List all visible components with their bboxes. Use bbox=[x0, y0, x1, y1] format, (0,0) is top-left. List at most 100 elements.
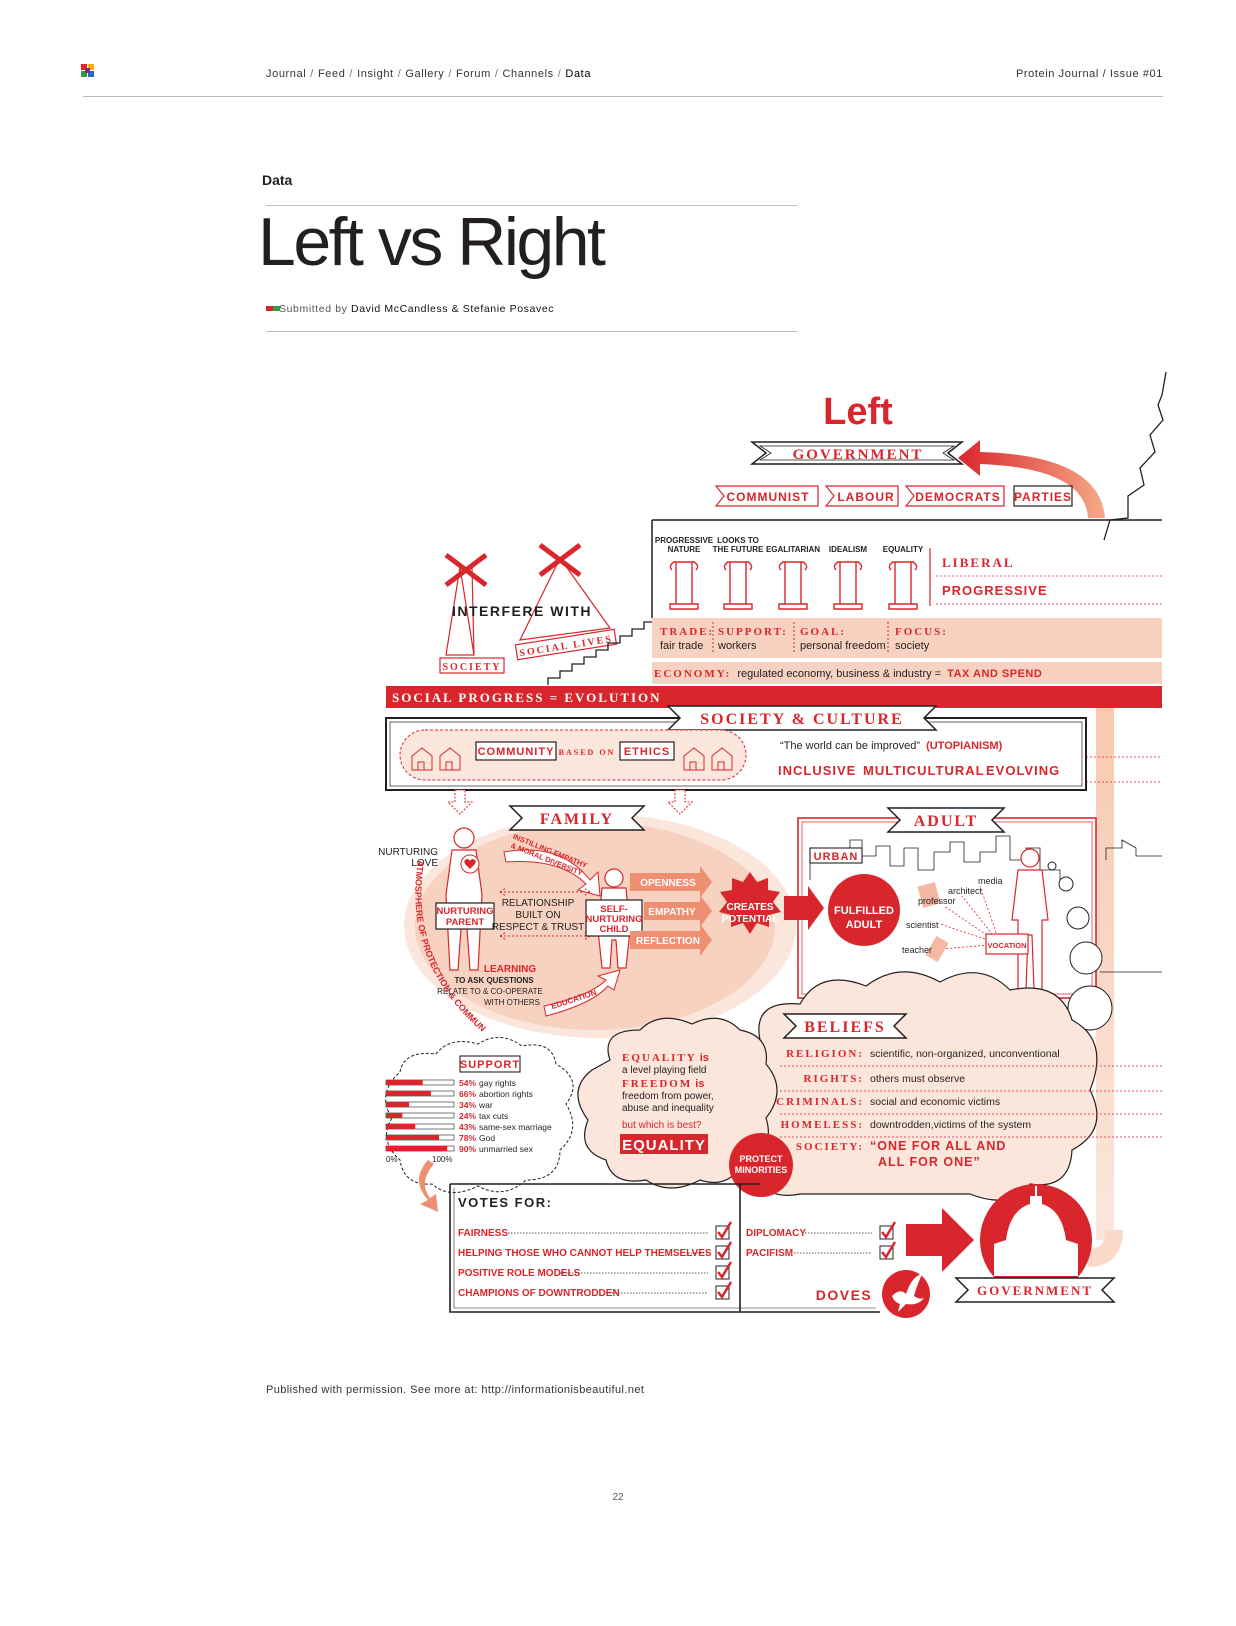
society-scale-label: SOCIETY bbox=[442, 662, 501, 673]
belief-religion: scientific, non-organized, unconventiona… bbox=[870, 1048, 1060, 1060]
belief-criminals-key: CRIMINALS: bbox=[776, 1096, 864, 1108]
top-curved-arrow bbox=[958, 440, 1105, 518]
parties-label: PARTIES bbox=[1014, 490, 1072, 504]
breadcrumb-forum[interactable]: Forum bbox=[456, 68, 491, 80]
ethics-label: ETHICS bbox=[624, 746, 670, 758]
economy-value: regulated economy, business & industry = bbox=[737, 668, 941, 680]
pillar-column-2 bbox=[723, 561, 753, 610]
beliefs-label: BELIEFS bbox=[804, 1019, 886, 1036]
interfere-scales: INTERFERE WITH SOCIETY SOCIAL LIVES bbox=[439, 543, 618, 674]
breadcrumb-channels[interactable]: Channels bbox=[502, 68, 554, 80]
breadcrumb-feed[interactable]: Feed bbox=[317, 68, 346, 80]
support-bar-label: 66%abortion rights bbox=[459, 1089, 533, 1099]
issue-label[interactable]: Protein Journal / Issue #01 bbox=[1015, 68, 1163, 80]
footnote[interactable]: Published with permission. See more at: … bbox=[266, 1384, 645, 1396]
social-progress-bar bbox=[386, 686, 1162, 708]
votes-box bbox=[449, 1183, 880, 1313]
nurturing-love-line2: LOVE bbox=[411, 858, 438, 869]
child-line2: NURTURING bbox=[586, 914, 643, 925]
belief-rights-key: RIGHTS: bbox=[804, 1073, 864, 1085]
pillar-column-4 bbox=[833, 561, 863, 610]
family-ribbon: FAMILY bbox=[508, 805, 646, 831]
relationship-line3: RESPECT & TRUST bbox=[492, 922, 584, 933]
support-bar-category: tax cuts bbox=[479, 1111, 508, 1121]
house-icons-left bbox=[411, 747, 461, 771]
adult-ribbon: ADULT bbox=[886, 807, 1006, 833]
book-icon bbox=[925, 935, 949, 963]
capitol-icon bbox=[994, 1196, 1078, 1276]
economy-emphasis: TAX AND SPEND bbox=[947, 668, 1042, 680]
creates-potential-line2: POTENTIAL bbox=[722, 914, 779, 925]
support-bar-percent: 78% bbox=[459, 1133, 476, 1143]
community-label: COMMUNITY bbox=[478, 746, 555, 758]
trait-reflection: REFLECTION bbox=[636, 936, 700, 947]
paper-icon bbox=[917, 882, 941, 908]
value-trade-key: TRADE: bbox=[660, 626, 714, 638]
support-bar-category: war bbox=[478, 1100, 493, 1110]
vote-checkboxes bbox=[715, 1221, 897, 1300]
support-axis-max: 100% bbox=[432, 1155, 452, 1164]
support-bar-percent: 34% bbox=[459, 1100, 476, 1110]
pillar-column-1 bbox=[669, 561, 699, 610]
breadcrumb-gallery[interactable]: Gallery bbox=[405, 68, 445, 80]
value-support: workers bbox=[717, 640, 757, 652]
learning-line2: RELATE TO & CO-OPERATE bbox=[437, 987, 543, 996]
pillars-group: PROGRESSIVE NATURE LOOKS TO THE FUTURE E… bbox=[655, 536, 1162, 610]
value-trade: fair trade bbox=[660, 640, 703, 652]
learning-line3: WITH OTHERS bbox=[484, 998, 540, 1007]
doves-label: DOVES bbox=[816, 1287, 873, 1303]
fulfilled-adult-line2: ADULT bbox=[846, 919, 883, 931]
support-bar-percent: 90% bbox=[459, 1144, 476, 1154]
support-bar bbox=[386, 1124, 416, 1129]
pillar-1-line2: NATURE bbox=[668, 545, 701, 554]
thought-bubbles bbox=[1047, 861, 1113, 1031]
party-communist: COMMUNIST bbox=[727, 490, 810, 504]
child-line1: SELF- bbox=[600, 904, 627, 915]
education-arrow bbox=[543, 969, 621, 1017]
support-cloud bbox=[385, 1037, 574, 1193]
support-bar-label: 90%unmarried sex bbox=[459, 1144, 534, 1154]
freedom-word: FREEDOM bbox=[622, 1078, 692, 1090]
breadcrumb-data[interactable]: Data bbox=[565, 68, 592, 80]
checkbox-champions-icon bbox=[715, 1281, 733, 1300]
support-bar-category: God bbox=[479, 1133, 495, 1143]
byline: Submitted by David McCandless & Stefanie… bbox=[279, 303, 554, 315]
vote-champions: CHAMPIONS OF DOWNTRODDEN bbox=[458, 1288, 620, 1299]
breadcrumb-insight[interactable]: Insight bbox=[357, 68, 394, 80]
vocation-label: VOCATION bbox=[987, 941, 1026, 950]
support-bar bbox=[386, 1135, 440, 1140]
value-focus: society bbox=[895, 640, 930, 652]
equality-definition: a level playing field bbox=[622, 1065, 707, 1076]
support-bar bbox=[386, 1091, 431, 1096]
support-down-arrow bbox=[419, 1160, 438, 1212]
skyline-right bbox=[1105, 839, 1162, 860]
fulfilled-adult-line1: FULFILLED bbox=[834, 905, 894, 917]
breadcrumb-journal[interactable]: Journal bbox=[266, 68, 307, 80]
support-bar-percent: 43% bbox=[459, 1122, 476, 1132]
pillar-3-label: EGALITARIAN bbox=[766, 545, 820, 554]
atmosphere-label: ATMOSPHERE OF PROTECTION & COMMUNICATION bbox=[0, 0, 488, 1034]
pillar-5-label: EQUALITY bbox=[883, 545, 924, 554]
byline-authors: David McCandless & Stefanie Posavec bbox=[351, 303, 555, 315]
freedom-definition-line2: abuse and inequality bbox=[622, 1103, 714, 1114]
progressive-label: PROGRESSIVE bbox=[942, 583, 1048, 598]
pillar-2-line2: THE FUTURE bbox=[713, 545, 764, 554]
pillar-column-5 bbox=[888, 561, 918, 610]
dove-icon bbox=[892, 1274, 924, 1312]
checkbox-helping-icon bbox=[715, 1241, 733, 1260]
journal-logo-icon[interactable] bbox=[81, 64, 95, 78]
belief-homeless: downtrodden,victims of the system bbox=[870, 1119, 1031, 1131]
support-axis-min: 0% bbox=[386, 1155, 398, 1164]
checkbox-diplomacy-icon bbox=[879, 1221, 897, 1240]
support-bar-label: 43%same-sex marriage bbox=[459, 1122, 552, 1132]
support-bar-category: abortion rights bbox=[479, 1089, 533, 1099]
culture-multicultural: MULTICULTURAL bbox=[863, 763, 985, 778]
checkbox-role-models-icon bbox=[715, 1261, 733, 1280]
creates-potential-starburst bbox=[719, 872, 781, 934]
equality-word: EQUALITY bbox=[622, 1052, 697, 1064]
values-band bbox=[652, 618, 1162, 658]
urban-label: URBAN bbox=[814, 851, 859, 863]
belief-items: RELIGION: scientific, non-organized, unc… bbox=[776, 1048, 1162, 1169]
